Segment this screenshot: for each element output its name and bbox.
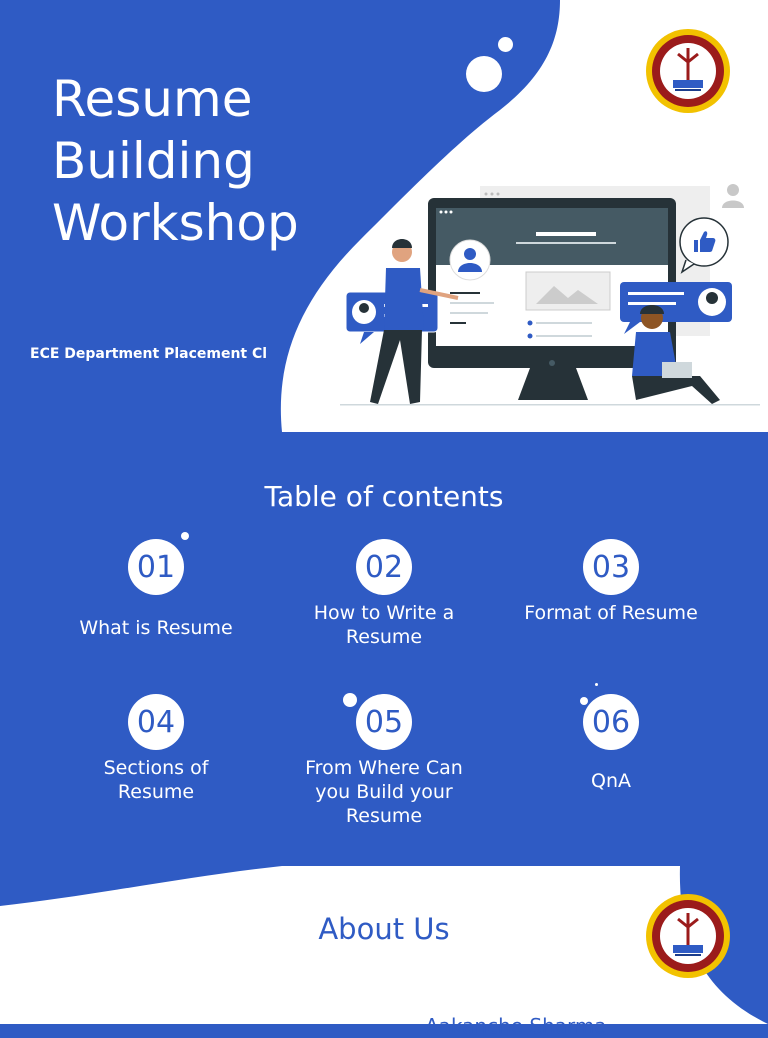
workshop-illustration [340,184,760,406]
slide-title: Resume Building Workshop [52,68,299,254]
image-placeholder-icon [525,271,611,311]
toc-number: 04 [128,694,184,750]
institute-logo [646,894,730,978]
decor-dot [580,697,588,705]
toc-item-label: Sections of Resume [103,757,209,803]
slide3-white-shape [0,866,768,1024]
toc-item-label: QnA [591,770,631,792]
institute-logo [646,29,730,113]
slide-subtitle: ECE Department Placement Cl [30,346,268,362]
decor-dot [181,532,189,540]
decor-dot [595,683,598,686]
title-line: Workshop [52,194,299,252]
decor-dot-large [466,56,502,92]
toc-item-label: How to Write a Resume [313,602,455,648]
toc-number: 02 [356,539,412,595]
about-heading: About Us [318,912,450,946]
toc-number: 06 [583,694,639,750]
decor-dot [343,693,357,707]
decor-dot-small [498,37,513,52]
team-member-name: Aakanche Sharma [425,1014,607,1038]
toc-number: 03 [583,539,639,595]
toc-item-label: What is Resume [79,617,233,639]
toc-item-label: From Where Can you Build your Resume [305,757,463,827]
toc-number: 05 [356,694,412,750]
toc-heading: Table of contents [264,480,504,513]
title-line: Building [52,132,255,190]
thumbs-up-icon [679,217,729,274]
user-icon [722,184,744,208]
title-line: Resume [52,70,253,128]
toc-number: 01 [128,539,184,595]
toc-item-label: Format of Resume [524,602,698,624]
